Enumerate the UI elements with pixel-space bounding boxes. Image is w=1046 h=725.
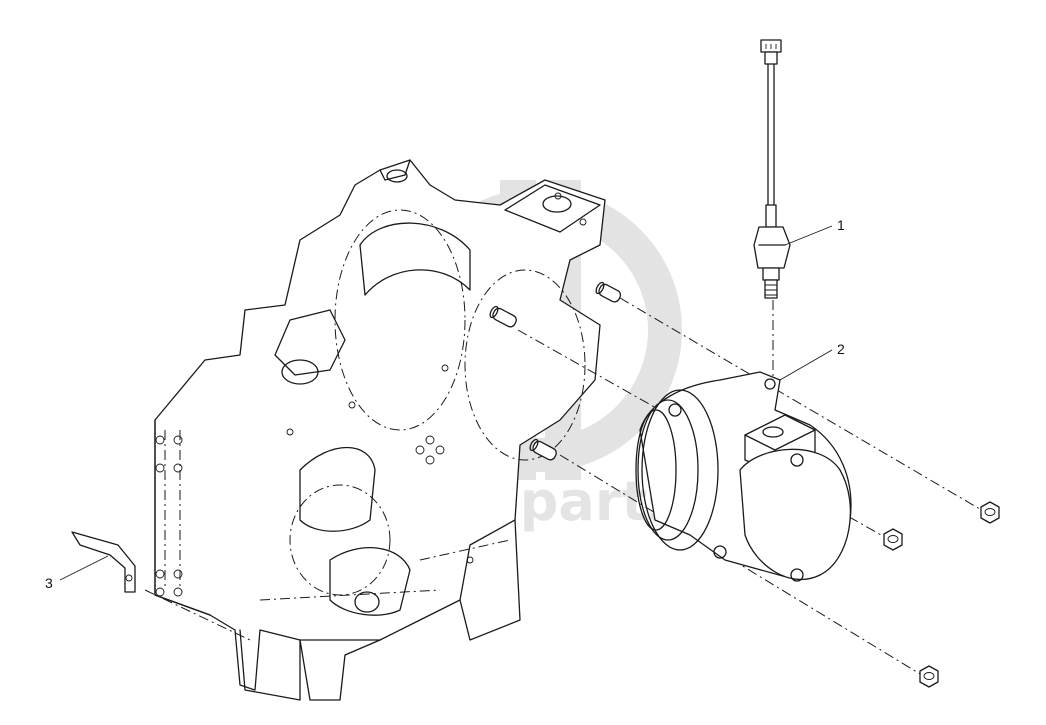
dowel-pins [489, 281, 622, 461]
pump-housing-assembly [635, 371, 852, 582]
timing-gear-housing [154, 159, 606, 701]
mounting-bracket [71, 531, 136, 593]
leader-lines [59, 225, 833, 581]
callout-1: 1 [837, 217, 845, 233]
callout-3: 3 [45, 575, 53, 591]
callout-2: 2 [837, 341, 845, 357]
hex-nuts [883, 501, 1000, 688]
speed-sensor-with-cable [753, 39, 791, 299]
